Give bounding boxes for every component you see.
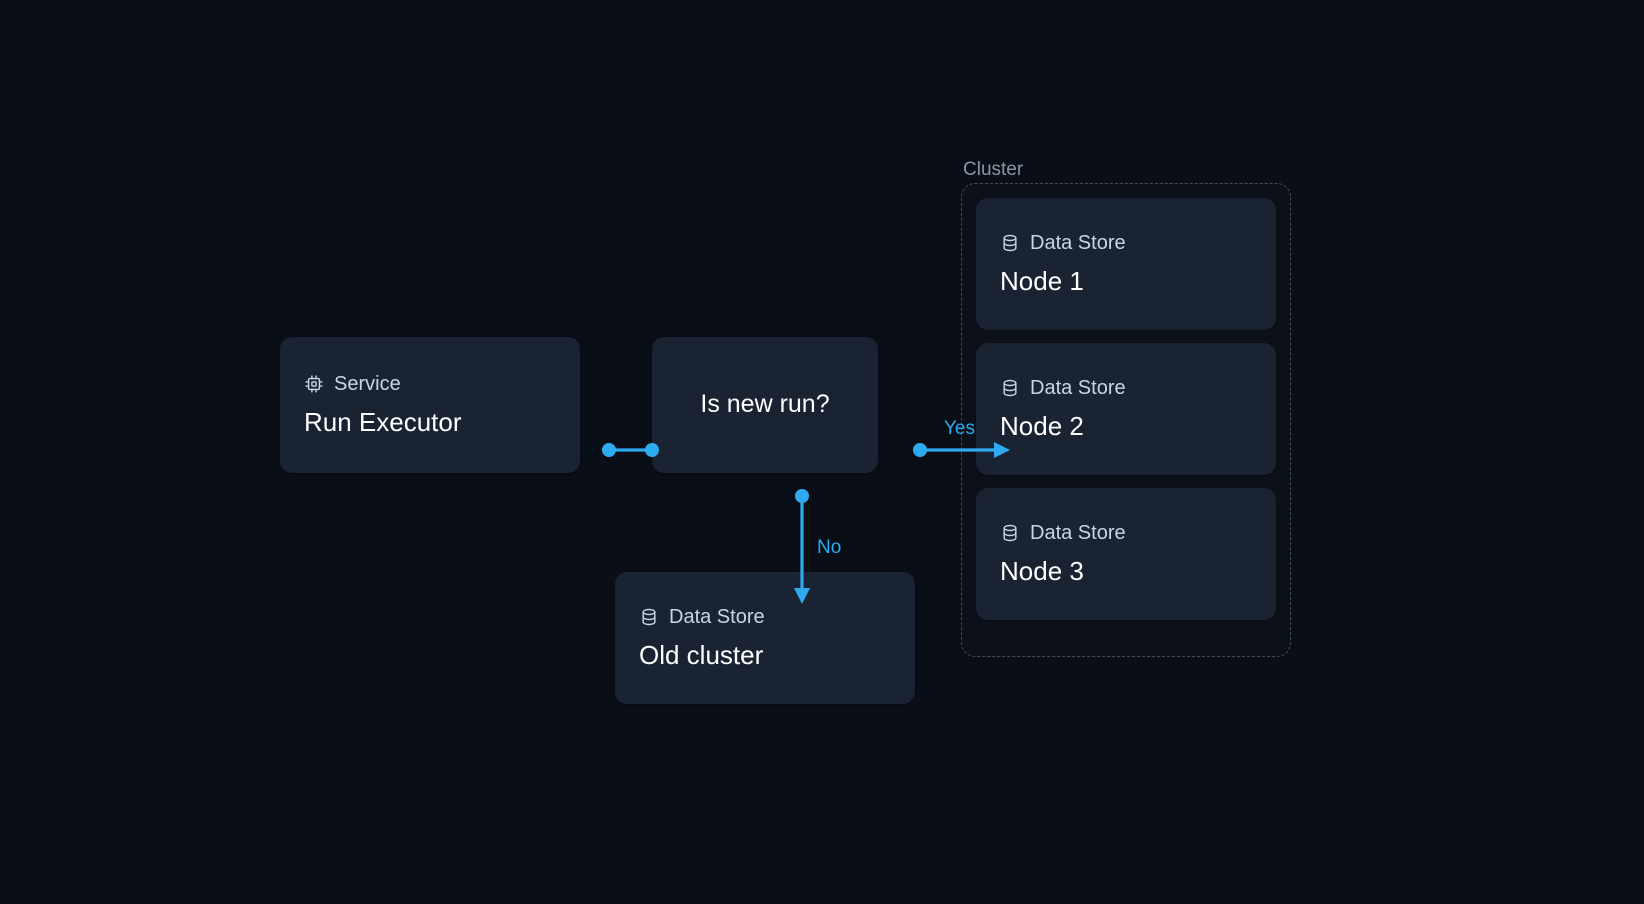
node-type-label: Data Store xyxy=(1030,376,1126,399)
cpu-chip-icon xyxy=(304,374,324,394)
node-is-new-run[interactable]: Is new run? xyxy=(652,337,878,473)
node-type-label: Data Store xyxy=(1030,231,1126,254)
node-title: Run Executor xyxy=(304,406,462,437)
node-type-label: Service xyxy=(334,372,401,395)
node-type-row: Data Store xyxy=(1000,523,1252,543)
node-old-cluster[interactable]: Data Store Old cluster xyxy=(615,572,915,704)
edge-label-yes: Yes xyxy=(944,418,975,439)
database-icon xyxy=(1000,233,1020,253)
node-node-3[interactable]: Data Store Node 3 xyxy=(976,488,1276,620)
node-title: Node 2 xyxy=(1000,410,1084,441)
node-title: Is new run? xyxy=(700,390,830,419)
node-title: Node 3 xyxy=(1000,555,1084,586)
node-type-label: Data Store xyxy=(669,605,765,628)
node-title: Node 1 xyxy=(1000,265,1084,296)
node-node-2[interactable]: Data Store Node 2 xyxy=(976,343,1276,475)
node-title: Old cluster xyxy=(639,639,764,670)
database-icon xyxy=(1000,378,1020,398)
cluster-group-label: Cluster xyxy=(963,159,1024,180)
node-type-row: Data Store xyxy=(639,607,891,627)
node-type-row: Service xyxy=(304,374,556,394)
cluster-group-box xyxy=(961,183,1291,657)
node-run-executor[interactable]: Service Run Executor xyxy=(280,337,580,473)
node-node-1[interactable]: Data Store Node 1 xyxy=(976,198,1276,330)
edge-service-to-decision[interactable] xyxy=(602,443,659,457)
node-type-label: Data Store xyxy=(1030,521,1126,544)
database-icon xyxy=(639,607,659,627)
edge-label-no: No xyxy=(817,537,842,558)
database-icon xyxy=(1000,523,1020,543)
node-type-row: Data Store xyxy=(1000,233,1252,253)
node-type-row: Data Store xyxy=(1000,378,1252,398)
